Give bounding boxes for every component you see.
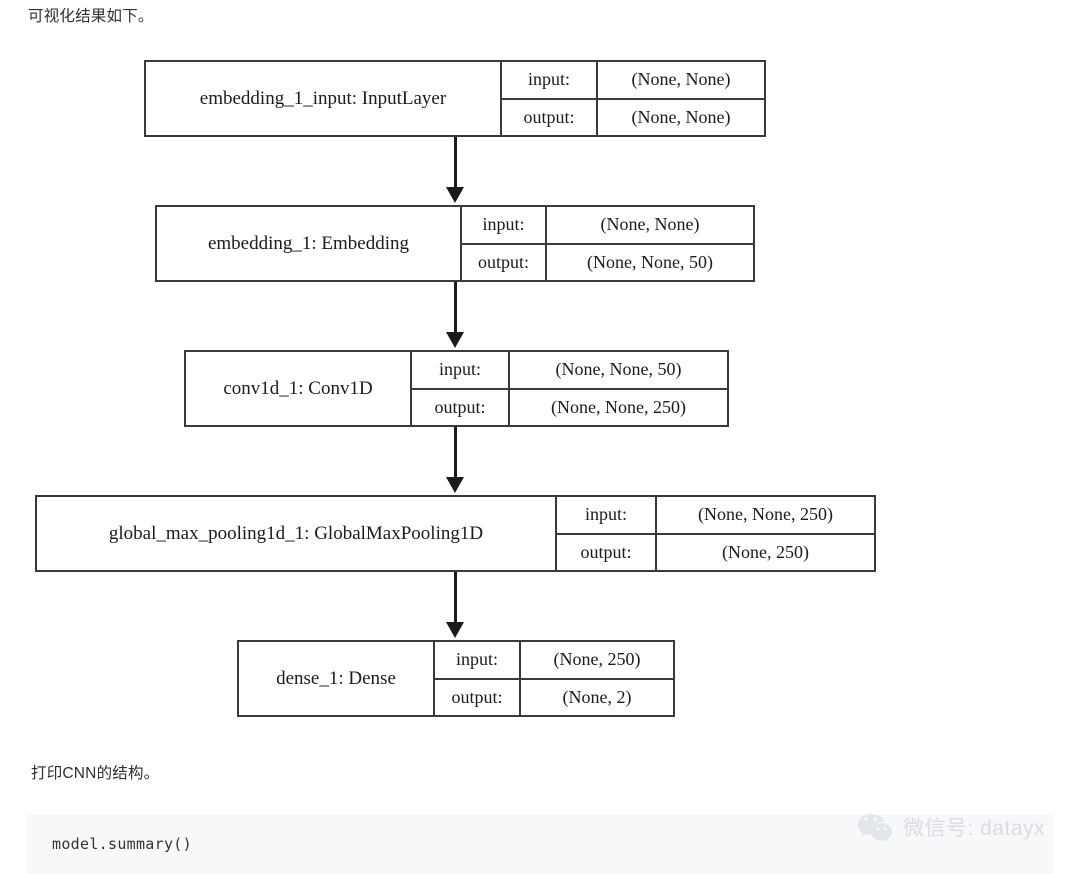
code-line-model-summary: model.summary() [52, 835, 192, 853]
io-label-input: input: [435, 642, 521, 678]
node-label-dense-1: dense_1: Dense [239, 642, 435, 715]
io-label-output: output: [502, 99, 598, 135]
io-value-output: (None, None) [631, 106, 731, 127]
io-value-output: (None, None, 250) [551, 396, 686, 417]
io-label-output: output: [435, 679, 521, 715]
io-value-input: (None, None, 50) [555, 359, 682, 380]
edge-embedding-1-to-conv1d-1 [454, 282, 457, 334]
io-row-input: input: (None, None) [502, 62, 764, 100]
node-io-embedding-1: input: (None, None) output: (None, None,… [462, 207, 753, 280]
io-value-output: (None, 250) [722, 541, 809, 562]
io-label-input: input: [502, 62, 598, 98]
io-row-output: output: (None, None, 250) [412, 389, 727, 425]
outro-paragraph: 打印CNN的结构。 [31, 765, 160, 782]
io-row-input: input: (None, None) [462, 207, 753, 245]
io-value-input: (None, None) [600, 214, 700, 235]
node-label-embedding-1-input: embedding_1_input: InputLayer [146, 62, 502, 135]
edge-conv1d-1-to-global-max-pooling1d-1 [454, 427, 457, 479]
io-row-output: output: (None, 250) [557, 534, 874, 570]
io-row-input: input: (None, 250) [435, 642, 673, 680]
io-value-input: (None, None, 250) [698, 504, 833, 525]
io-label-output: output: [462, 244, 547, 280]
edge-global-max-pooling1d-1-to-dense-1 [454, 572, 457, 624]
io-value-output: (None, 2) [562, 686, 632, 707]
watermark: 微信号: datayx [856, 812, 1045, 842]
arrowhead-dense-1 [446, 622, 464, 638]
io-label-input: input: [557, 497, 657, 533]
io-value-input: (None, 250) [553, 649, 641, 670]
io-label-input: input: [462, 207, 547, 243]
io-row-output: output: (None, None) [502, 99, 764, 135]
node-io-conv1d-1: input: (None, None, 50) output: (None, N… [412, 352, 727, 425]
node-io-embedding-1-input: input: (None, None) output: (None, None) [502, 62, 764, 135]
io-row-input: input: (None, None, 50) [412, 352, 727, 390]
arrowhead-conv1d-1 [446, 332, 464, 348]
node-label-embedding-1: embedding_1: Embedding [157, 207, 462, 280]
node-conv1d-1: conv1d_1: Conv1D input: (None, None, 50)… [184, 350, 729, 427]
node-label-global-max-pooling1d-1: global_max_pooling1d_1: GlobalMaxPooling… [37, 497, 557, 570]
node-global-max-pooling1d-1: global_max_pooling1d_1: GlobalMaxPooling… [35, 495, 876, 572]
node-label-conv1d-1: conv1d_1: Conv1D [186, 352, 412, 425]
io-row-output: output: (None, None, 50) [462, 244, 753, 280]
io-value-input: (None, None) [631, 69, 731, 90]
wechat-icon [856, 812, 894, 842]
arrowhead-global-max-pooling1d-1 [446, 477, 464, 493]
intro-paragraph: 可视化结果如下。 [28, 8, 154, 25]
io-value-output: (None, None, 50) [587, 251, 713, 272]
io-label-output: output: [557, 534, 657, 570]
edge-embedding-1-input-to-embedding-1 [454, 137, 457, 189]
node-io-dense-1: input: (None, 250) output: (None, 2) [435, 642, 673, 715]
watermark-text: 微信号: datayx [902, 817, 1045, 840]
node-io-global-max-pooling1d-1: input: (None, None, 250) output: (None, … [557, 497, 874, 570]
node-embedding-1: embedding_1: Embedding input: (None, Non… [155, 205, 755, 282]
node-embedding-1-input: embedding_1_input: InputLayer input: (No… [144, 60, 766, 137]
arrowhead-embedding-1 [446, 187, 464, 203]
io-row-output: output: (None, 2) [435, 679, 673, 715]
model-architecture-diagram: embedding_1_input: InputLayer input: (No… [35, 60, 876, 717]
io-row-input: input: (None, None, 250) [557, 497, 874, 535]
node-dense-1: dense_1: Dense input: (None, 250) output… [237, 640, 675, 717]
io-label-input: input: [412, 352, 510, 388]
io-label-output: output: [412, 389, 510, 425]
